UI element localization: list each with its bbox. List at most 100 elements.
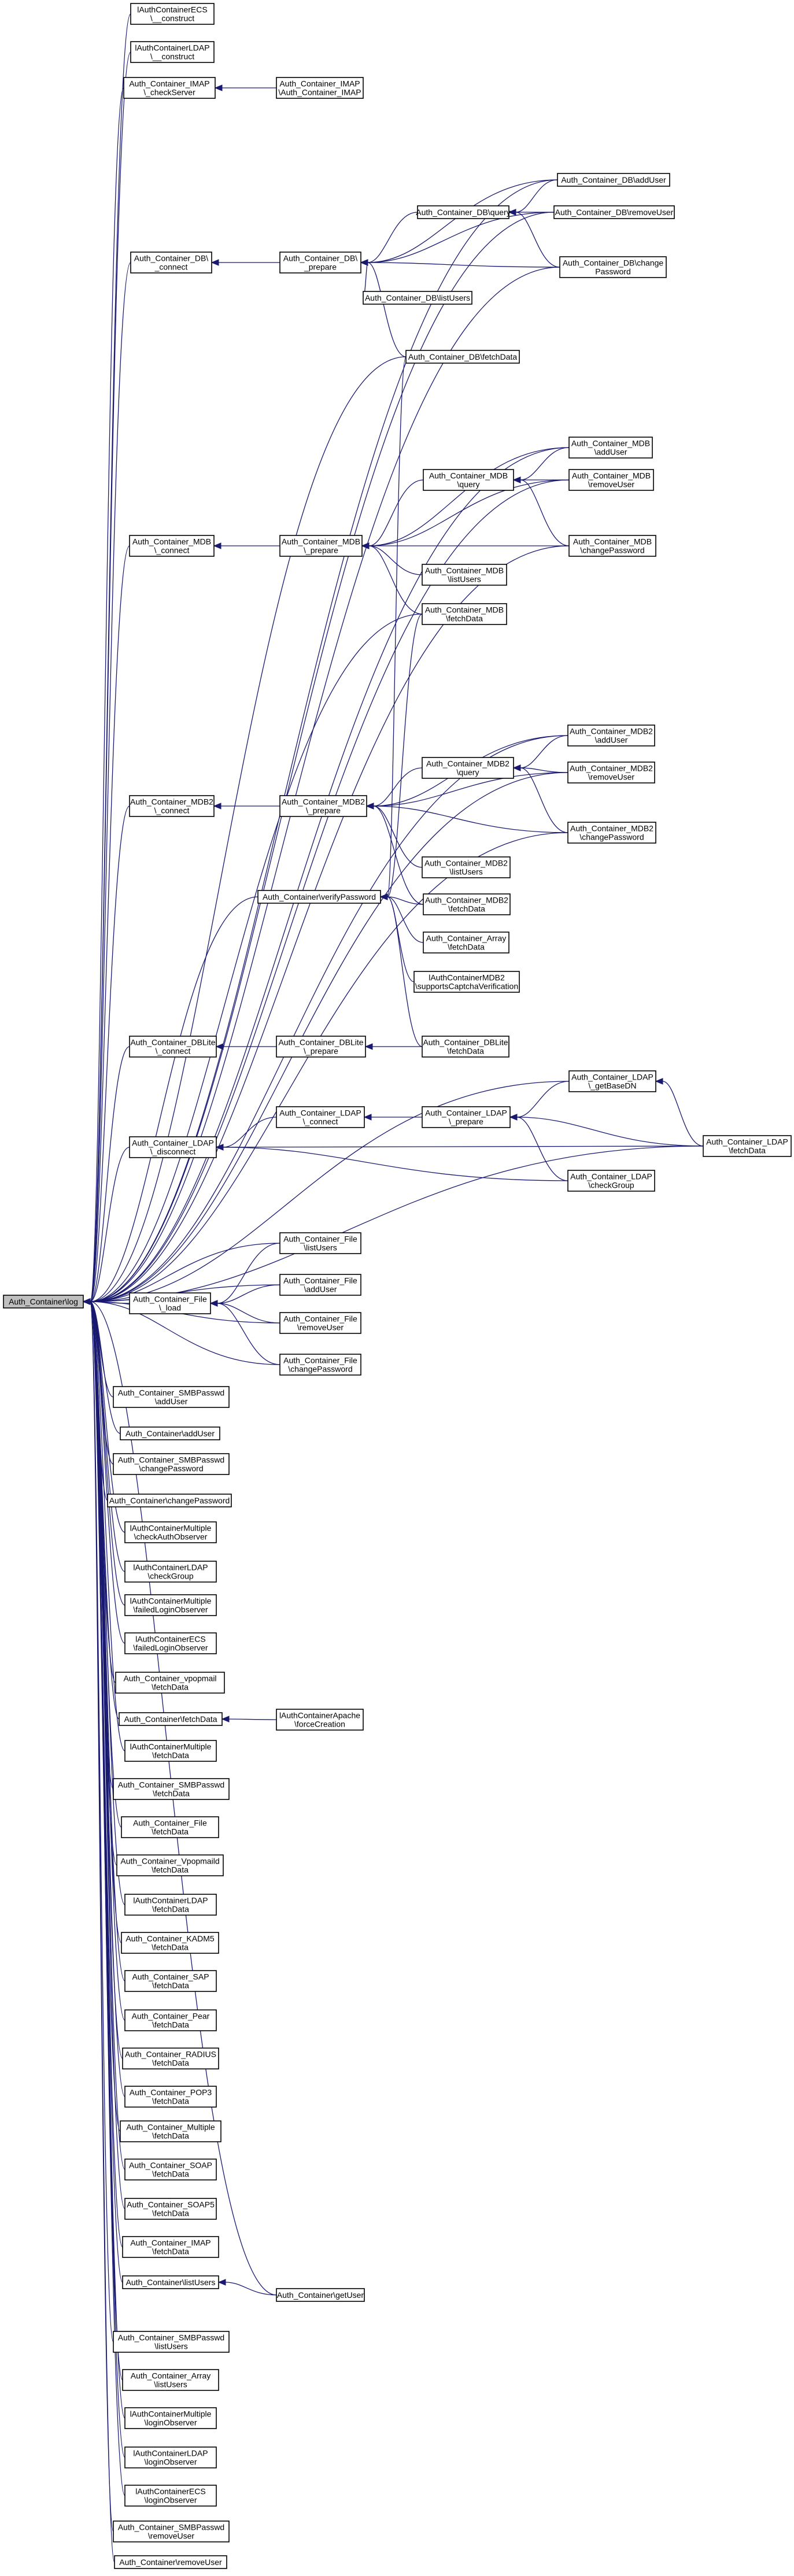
function-node[interactable]: Auth_Container_File\removeUser [279,1312,361,1334]
function-node[interactable]: lAuthContainerApache\forceCreation [276,1709,364,1731]
function-node-label: \_disconnect [150,1147,196,1156]
function-node[interactable]: Auth_Container_Array\fetchData [423,932,509,953]
function-node[interactable]: Auth_Container_IMAP\_checkServer [123,77,216,99]
function-node[interactable]: Auth_Container_DBLite\fetchData [422,1036,509,1058]
function-node[interactable]: Auth_Container_MDB2\_prepare [279,795,367,817]
function-node[interactable]: Auth_Container_MDB\listUsers [422,564,507,586]
function-node[interactable]: Auth_Container_LDAP\_prepare [422,1106,511,1128]
function-node[interactable]: Auth_Container_MDB2\listUsers [422,856,511,878]
function-node[interactable]: lAuthContainerMultiple\failedLoginObserv… [124,1594,217,1616]
function-node[interactable]: Auth_Container_vpopmail\fetchData [115,1672,225,1694]
call-edge-arrowhead [360,259,368,266]
function-node[interactable]: Auth_Container_MDB\_connect [129,535,215,557]
function-node[interactable]: lAuthContainerECS\__construct [130,3,215,25]
function-node[interactable]: Auth_Container_Array\listUsers [122,2369,219,2391]
function-node-label: \fetchData [152,1905,189,1914]
function-node-box [129,795,215,817]
call-edge-line [90,896,258,1302]
function-node[interactable]: Auth_Container_SMBPasswd\fetchData [113,1778,230,1800]
function-node[interactable]: Auth_Container_RADIUS\fetchData [122,2048,219,2069]
function-node[interactable]: lAuthContainerLDAP\loginObserver [124,2446,217,2468]
function-node[interactable]: Auth_Container_SAP\fetchData [124,1970,217,1992]
function-node[interactable]: Auth_Container_DB\fetchData [405,350,520,364]
function-node[interactable]: Auth_Container_KADM5\fetchData [121,1932,219,1954]
function-node-box [130,41,215,63]
function-node[interactable]: Auth_Container_IMAP\fetchData [122,2236,219,2258]
function-node[interactable]: lAuthContainerMDB2\supportsCaptchaVerifi… [413,971,520,993]
function-node[interactable]: Auth_Container\getUser [276,2288,365,2302]
function-node[interactable]: Auth_Container_MDB\changePassword [568,535,656,557]
function-node[interactable]: lAuthContainerLDAP\checkGroup [124,1561,217,1583]
function-node[interactable]: Auth_Container_MDB\_prepare [279,535,363,557]
function-node-label: \_checkServer [143,88,195,97]
function-node[interactable]: Auth_Container_File\addUser [279,1274,361,1296]
function-node[interactable]: Auth_Container_SMBPasswd\changePassword [113,1453,230,1475]
function-node[interactable]: lAuthContainerMultiple\loginObserver [124,2407,217,2429]
function-node[interactable]: Auth_Container\removeUser [114,2555,227,2569]
function-node[interactable]: Auth_Container_DB\addUser [557,173,670,187]
function-node-label: Auth_Container_MDB2 [425,896,508,905]
function-node[interactable]: Auth_Container_LDAP\fetchData [703,1135,792,1157]
function-node[interactable]: Auth_Container_File\changePassword [279,1354,361,1376]
function-node[interactable]: Auth_Container_MDB2\_connect [129,795,215,817]
function-node[interactable]: Auth_Container_LDAP\_disconnect [129,1136,217,1158]
function-node[interactable]: Auth_Container_MDB2\removeUser [567,762,655,783]
function-node[interactable]: Auth_Container_File\fetchData [121,1816,219,1838]
call-edge [82,1298,125,2496]
function-node[interactable]: Auth_Container_MDB2\fetchData [423,893,511,915]
function-node[interactable]: Auth_Container_Multiple\fetchData [120,2120,221,2142]
function-node[interactable]: Auth_Container_MDB2\changePassword [567,822,656,844]
function-node[interactable]: Auth_Container_MDB2\query [422,757,514,779]
function-node-label: Auth_Container_File [283,1314,357,1324]
function-node[interactable]: Auth_Container_SMBPasswd\addUser [113,1386,230,1408]
function-node[interactable]: lAuthContainerECS\loginObserver [124,2485,217,2507]
function-node[interactable]: Auth_Container_File\_load [129,1292,211,1314]
root-function-node[interactable]: Auth_Container\log [3,1295,84,1309]
function-node[interactable]: Auth_Container\verifyPassword [257,890,381,904]
function-node[interactable]: Auth_Container_File\listUsers [279,1232,361,1254]
call-edge-line [90,267,560,1302]
call-edge [209,1284,280,1307]
function-node[interactable]: lAuthContainerMultiple\fetchData [124,1740,217,1762]
function-node-label: \fetchData [152,1981,189,1990]
function-node[interactable]: Auth_Container_DB\changePassword [559,256,667,278]
function-node[interactable]: Auth_Container_Vpopmaild\fetchData [116,1854,224,1876]
function-node[interactable]: Auth_Container_SMBPasswd\removeUser [113,2520,230,2542]
function-node[interactable]: Auth_Container_SMBPasswd\listUsers [113,2331,230,2353]
function-node[interactable]: Auth_Container\addUser [120,1426,220,1440]
function-node[interactable]: Auth_Container_DBLite\_connect [129,1036,217,1058]
function-node[interactable]: Auth_Container_Pear\fetchData [124,2009,217,2031]
call-edge-line [367,262,407,357]
function-node[interactable]: Auth_Container_MDB\addUser [568,437,653,459]
function-node[interactable]: Auth_Container_MDB\removeUser [568,469,654,491]
function-node[interactable]: lAuthContainerLDAP\fetchData [124,1894,217,1916]
function-node[interactable]: Auth_Container_DB\listUsers [363,291,472,305]
function-node[interactable]: Auth_Container_LDAP\_getBaseDN [568,1070,656,1092]
function-node[interactable]: Auth_Container_IMAP\Auth_Container_IMAP [276,77,364,99]
function-node[interactable]: Auth_Container_DB\removeUser [553,205,675,219]
function-node[interactable]: Auth_Container_DB\_prepare [279,252,361,274]
function-node-box [279,795,367,817]
function-node-box [568,1070,656,1092]
function-node[interactable]: Auth_Container_MDB\query [423,469,514,491]
function-node[interactable]: Auth_Container_LDAP\_connect [276,1106,365,1128]
function-node-label: \failedLoginObserver [133,1605,208,1614]
function-node[interactable]: lAuthContainerMultiple\checkAuthObserver [124,1521,217,1543]
function-node[interactable]: Auth_Container_POP3\fetchData [124,2086,217,2108]
function-node[interactable]: Auth_Container_SOAP\fetchData [124,2159,217,2180]
function-node[interactable]: Auth_Container\fetchData [119,1712,223,1726]
function-node[interactable]: Auth_Container\listUsers [122,2275,219,2289]
function-node[interactable]: lAuthContainerECS\failedLoginObserver [124,1632,217,1654]
function-node[interactable]: Auth_Container\changePassword [107,1494,232,1507]
function-node[interactable]: Auth_Container_DB\_connect [130,252,212,274]
function-node-label: lAuthContainerMultiple [130,1524,212,1533]
function-node[interactable]: Auth_Container_MDB\fetchData [422,603,507,625]
function-node[interactable]: Auth_Container_DB\query [416,205,511,219]
function-node[interactable]: Auth_Container_LDAP\checkGroup [567,1170,655,1192]
function-node[interactable]: Auth_Container_DBLite\_prepare [276,1036,366,1058]
call-edge-line [217,1284,280,1304]
function-node[interactable]: lAuthContainerLDAP\__construct [130,41,215,63]
function-node[interactable]: Auth_Container_MDB2\addUser [567,725,655,746]
function-node-label: \forceCreation [294,1720,345,1729]
function-node[interactable]: Auth_Container_SOAP5\fetchData [124,2198,217,2220]
